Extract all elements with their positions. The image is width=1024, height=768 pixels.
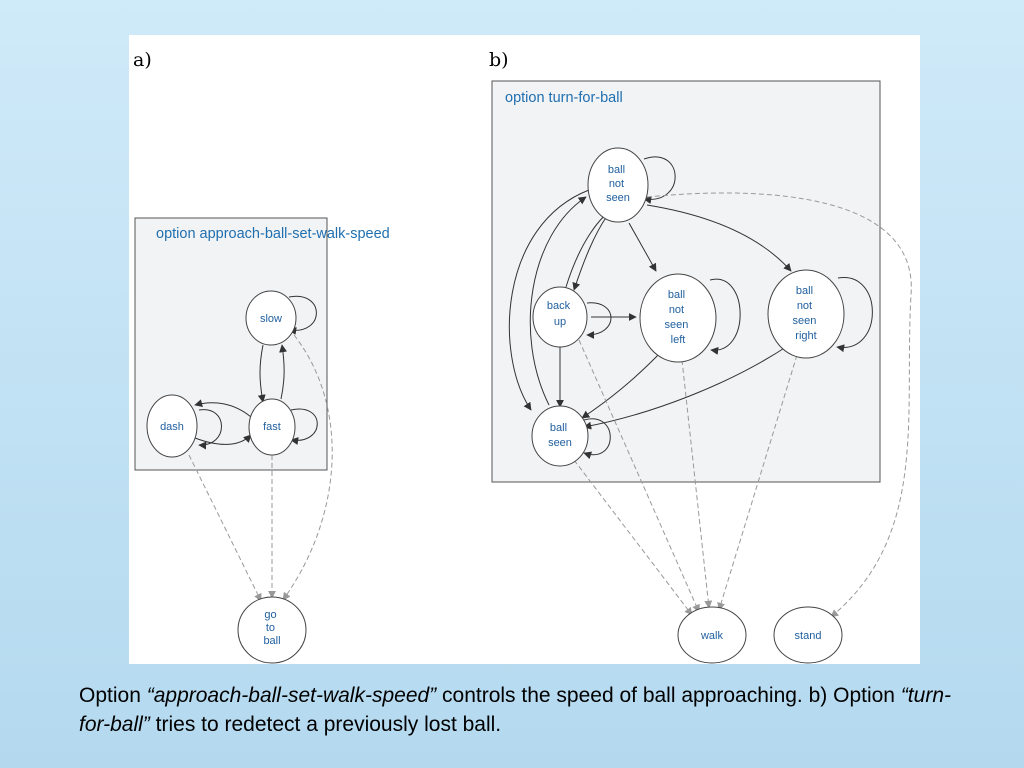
- edge-ball-not-seen-to-right: [646, 204, 792, 272]
- edge-back-up-self: [586, 302, 612, 339]
- edge-fast-self: [290, 408, 318, 445]
- edge-slow-to-fast: [257, 344, 266, 403]
- option-box-approach-ball-title: option approach-ball-set-walk-speed: [156, 226, 390, 242]
- node-labels: slow dash fast go to ball ball not seen …: [160, 164, 821, 647]
- panel-b-label: b): [489, 49, 509, 71]
- node-walk-label: walk: [700, 630, 724, 642]
- option-box-turn-for-ball-title: option turn-for-ball: [505, 90, 623, 106]
- panel-a-dashed-edges: [188, 334, 333, 602]
- node-ball-not-seen-left: [639, 273, 717, 363]
- node-dash-label: dash: [160, 421, 184, 433]
- edge-ball-seen-self: [583, 418, 611, 460]
- caption-option-b-name: “turn-for-ball”: [79, 684, 951, 736]
- edge-right-self: [836, 277, 873, 353]
- node-walk: [677, 606, 747, 664]
- node-slow-label: slow: [260, 313, 282, 325]
- edge-ball-seen-to-walk: [573, 459, 693, 616]
- edge-dash-to-fast: [194, 434, 252, 445]
- edge-fast-to-dash: [194, 399, 252, 418]
- node-go-to-ball: [237, 596, 307, 664]
- edge-ball-not-seen-to-back-up: [572, 215, 608, 291]
- caption-text-3: tries to redetect a previously lost ball…: [149, 713, 502, 736]
- caption-option-a-name: “approach-ball-set-walk-speed”: [146, 684, 437, 707]
- caption-text-1: Option: [79, 684, 147, 707]
- node-back-up-label: back up: [547, 300, 573, 328]
- edge-ball-not-seen-to-ball-seen: [508, 189, 590, 411]
- panel-a-label: a): [133, 49, 152, 71]
- node-ball-not-seen: [587, 147, 649, 223]
- node-back-up: [532, 286, 588, 348]
- node-go-to-ball-label: go to ball: [263, 609, 280, 647]
- edge-left-self: [709, 278, 741, 355]
- edge-right-to-ball-seen: [583, 344, 790, 430]
- state-diagrams: a) b) option approach-ball-set-walk-spee…: [133, 49, 912, 664]
- edge-slow-self: [288, 295, 317, 335]
- node-ball-not-seen-left-label: ball not seen left: [665, 289, 692, 346]
- edge-dash-self: [198, 409, 222, 450]
- edge-ball-seen-to-ball-not-seen: [529, 196, 587, 406]
- node-ball-seen: [531, 405, 589, 467]
- edge-left-to-ball-seen: [581, 349, 664, 419]
- node-stand-label: stand: [795, 630, 822, 642]
- node-ball-not-seen-label: ball not seen: [606, 164, 630, 204]
- edge-left-to-walk: [681, 359, 713, 609]
- edge-right-to-walk: [717, 354, 798, 611]
- node-ball-not-seen-right-label: ball not seen right: [793, 285, 820, 342]
- node-fast: [248, 398, 296, 456]
- edge-dash-to-go-to-ball: [188, 454, 262, 602]
- caption: Option “approach-ball-set-walk-speed” co…: [79, 681, 979, 739]
- edge-ball-not-seen-to-left: [628, 222, 657, 272]
- panel-b-dashed-edges: [573, 192, 912, 618]
- node-ball-seen-label: ball seen: [548, 422, 572, 449]
- edge-slow-to-go-to-ball: [282, 334, 333, 601]
- figure: a) b) option approach-ball-set-walk-spee…: [129, 35, 920, 664]
- node-stand: [773, 606, 843, 664]
- node-ball-not-seen-right: [767, 269, 845, 359]
- edge-fast-to-slow: [279, 344, 288, 400]
- edge-ball-not-seen-to-stand: [646, 192, 912, 618]
- caption-text-2: controls the speed of ball approaching. …: [436, 684, 901, 707]
- panel-a-edges: [194, 295, 318, 450]
- panel-b-edges: [508, 156, 873, 460]
- nodes: [146, 147, 845, 664]
- node-slow: [245, 290, 297, 346]
- node-fast-label: fast: [263, 421, 281, 433]
- edge-ball-not-seen-self: [643, 156, 676, 204]
- edge-back-up-to-walk: [578, 339, 700, 613]
- node-dash: [146, 394, 198, 458]
